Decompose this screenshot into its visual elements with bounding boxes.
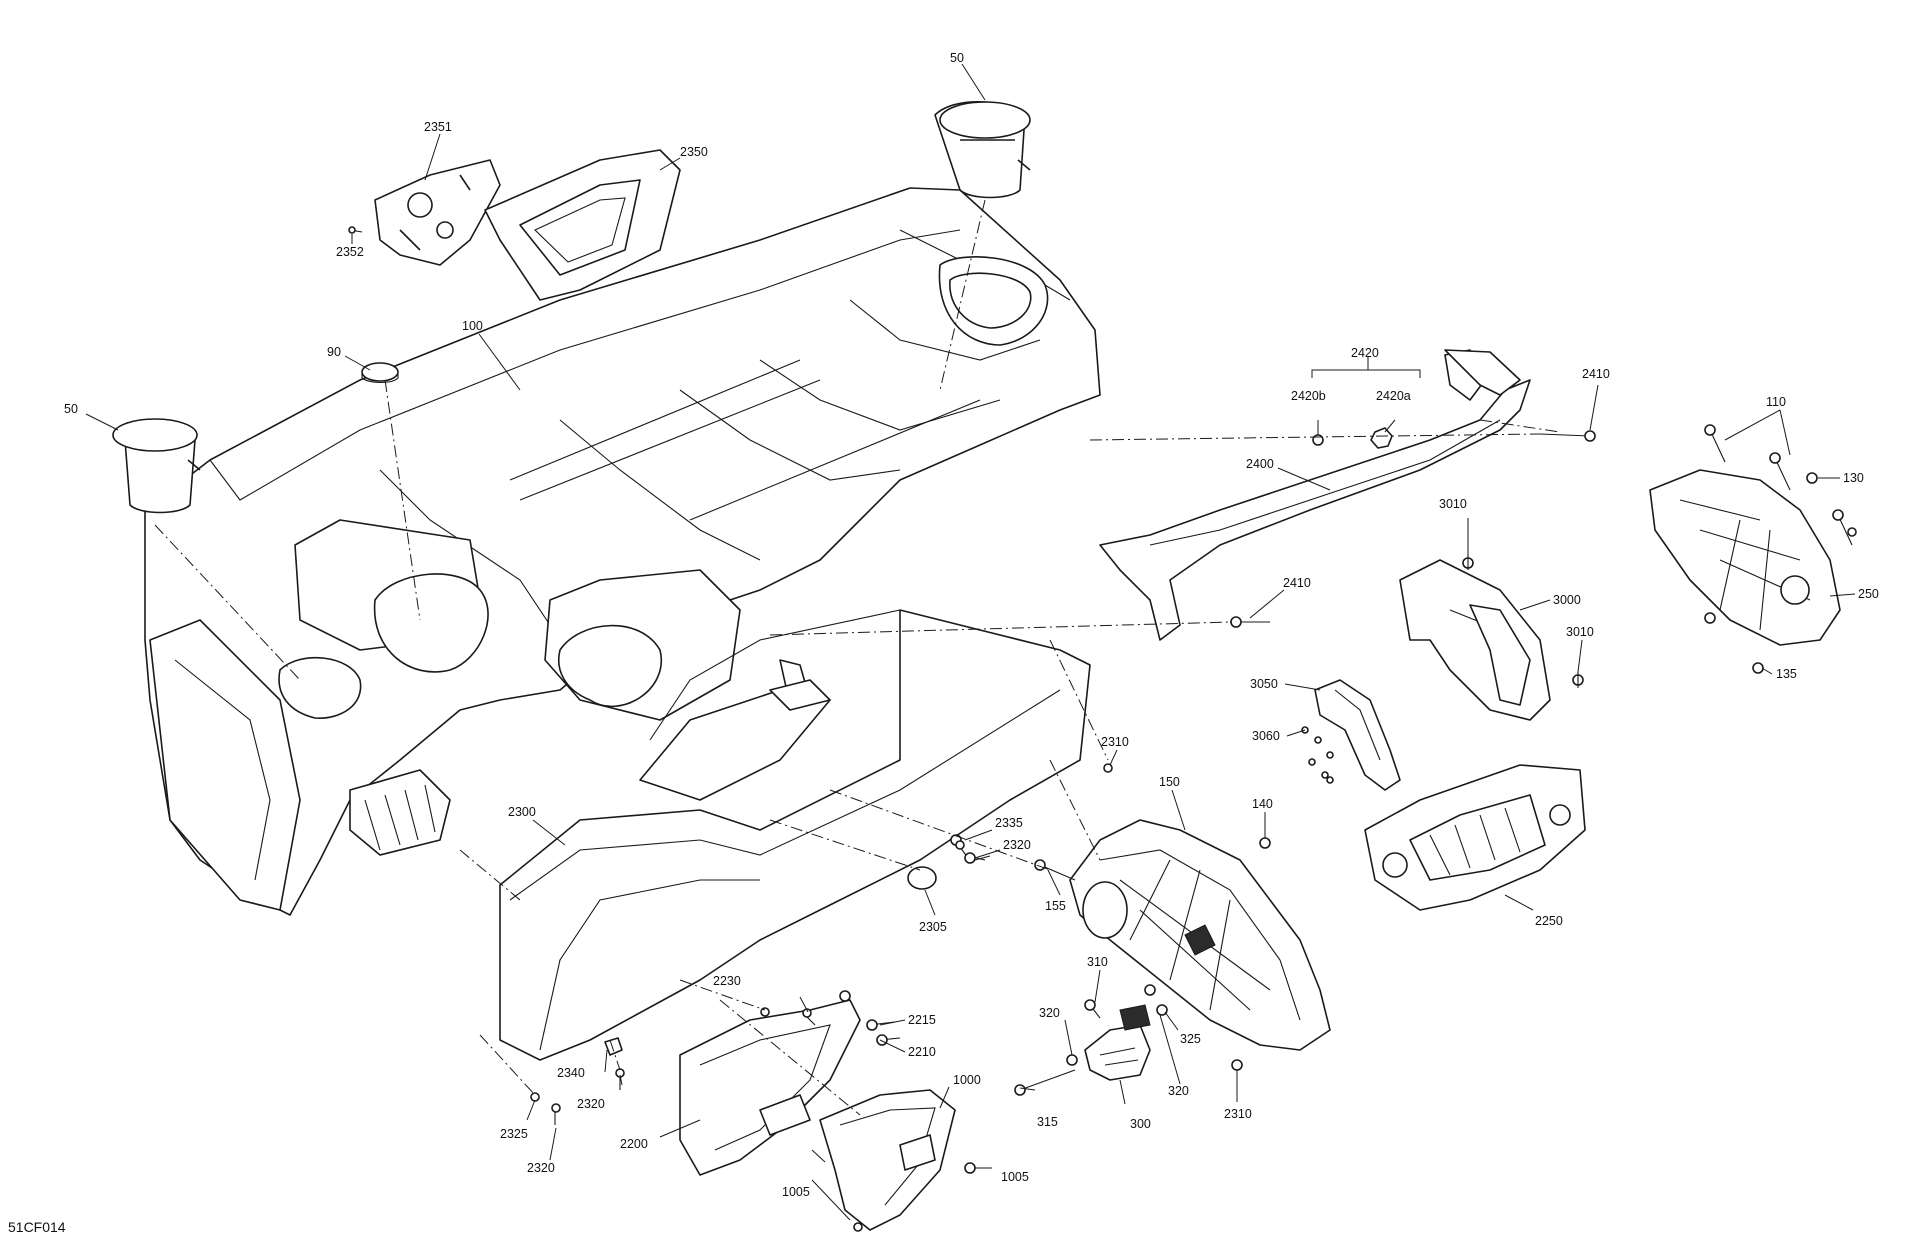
callout-140: 140: [1252, 797, 1273, 811]
lower-storage-tray: [499, 609, 1091, 1061]
callout-2420a: 2420a: [1376, 389, 1411, 403]
callout-2325: 2325: [500, 1127, 528, 1141]
callout-2351: 2351: [424, 120, 452, 134]
callout-2215: 2215: [908, 1013, 936, 1027]
callout-310: 310: [1087, 955, 1108, 969]
callout-2300: 2300: [508, 805, 536, 819]
callout-2410-lower: 2410: [1283, 576, 1311, 590]
callout-2350: 2350: [680, 145, 708, 159]
callout-300: 300: [1130, 1117, 1151, 1131]
cap: [361, 362, 399, 384]
callout-325: 325: [1180, 1032, 1201, 1046]
callout-315: 315: [1037, 1115, 1058, 1129]
cup-holder-top: [934, 101, 1031, 199]
center-console-frame: [1069, 819, 1331, 1051]
callout-130: 130: [1843, 471, 1864, 485]
support-beam: [1099, 349, 1531, 641]
callout-2200: 2200: [620, 1137, 648, 1151]
callout-100: 100: [462, 319, 483, 333]
callout-2340: 2340: [557, 1066, 585, 1080]
callout-2420: 2420: [1351, 346, 1379, 360]
switch-assembly: [1084, 1004, 1151, 1081]
gauge-bracket: [374, 159, 501, 266]
callout-2310-lower: 2310: [1224, 1107, 1252, 1121]
callout-155: 155: [1045, 899, 1066, 913]
callout-2400: 2400: [1246, 457, 1274, 471]
callout-2305: 2305: [919, 920, 947, 934]
hardware-fasteners: [348, 226, 1857, 1232]
callout-2310-upper: 2310: [1101, 735, 1129, 749]
callout-3010-upper: 3010: [1439, 497, 1467, 511]
alignment-dash-lines: [154, 199, 1561, 1116]
callout-50-top: 50: [950, 51, 964, 65]
drawing-reference-code: 51CF014: [8, 1219, 66, 1235]
cup-holder-left: [112, 418, 201, 514]
callout-1000: 1000: [953, 1073, 981, 1087]
gauge-cluster: [484, 149, 681, 301]
callout-2410-upper: 2410: [1582, 367, 1610, 381]
callout-labels: 50 2351 2350 2352 90 100 50 2420 2420b 2…: [8, 51, 1879, 1235]
callout-2250: 2250: [1535, 914, 1563, 928]
callout-2320-right: 2320: [1003, 838, 1031, 852]
callout-2335: 2335: [995, 816, 1023, 830]
access-panel: [819, 1089, 956, 1231]
callout-320-left: 320: [1039, 1006, 1060, 1020]
callout-2320-bottom: 2320: [527, 1161, 555, 1175]
callout-110: 110: [1766, 395, 1786, 409]
callout-2420b: 2420b: [1291, 389, 1326, 403]
callout-250: 250: [1858, 587, 1879, 601]
dashboard-main-body: [144, 187, 1101, 916]
vent-panel: [1364, 764, 1586, 911]
callout-150: 150: [1159, 775, 1180, 789]
callout-2210: 2210: [908, 1045, 936, 1059]
small-bracket: [1314, 679, 1401, 791]
callout-3010-lower: 3010: [1566, 625, 1594, 639]
callout-2230: 2230: [713, 974, 741, 988]
center-trim-panel: [1399, 559, 1551, 721]
right-side-bracket: [1649, 469, 1841, 646]
callout-3000: 3000: [1553, 593, 1581, 607]
callout-3050: 3050: [1250, 677, 1278, 691]
callout-1005-bottom: 1005: [782, 1185, 810, 1199]
callout-320-right: 320: [1168, 1084, 1189, 1098]
callout-1005-right: 1005: [1001, 1170, 1029, 1184]
callout-50-left: 50: [64, 402, 78, 416]
callout-2320-middle: 2320: [577, 1097, 605, 1111]
lower-bracket: [679, 999, 861, 1176]
callout-leader-lines: [85, 63, 1856, 1221]
callout-90: 90: [327, 345, 341, 359]
callout-2352: 2352: [336, 245, 364, 259]
callout-135: 135: [1776, 667, 1797, 681]
callout-3060: 3060: [1252, 729, 1280, 743]
